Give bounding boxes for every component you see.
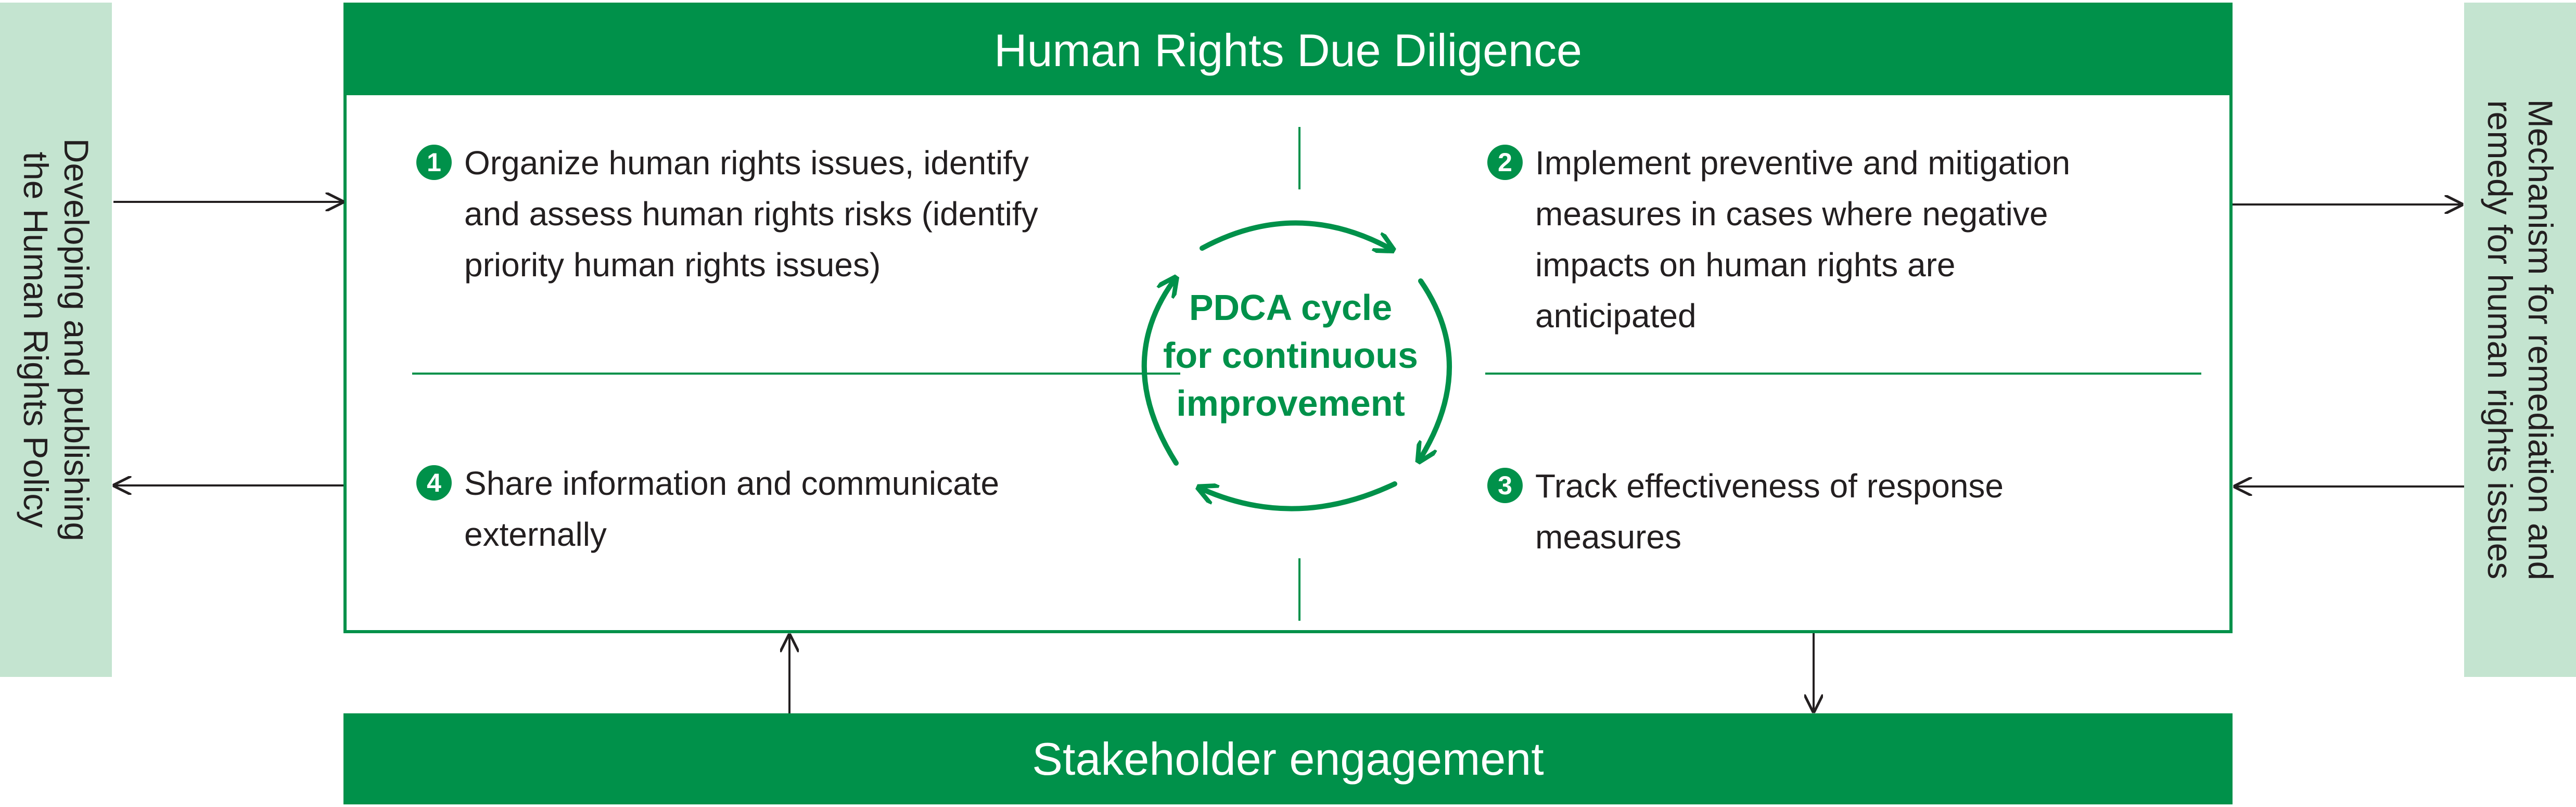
step-1-line-1: Organize human rights issues, identify [464,144,1029,182]
step-4-number-badge: 4 [416,465,452,501]
policy-panel: Developing and publishing the Human Righ… [0,3,112,677]
pdca-line-1: PDCA cycle [1189,287,1393,328]
step-2-line-3: impacts on human rights are [1535,246,1956,284]
divider-right [1485,373,2201,375]
divider-top [1298,127,1300,189]
due-diligence-box: Human Rights Due Diligence 1 Organize hu… [343,3,2233,633]
remedy-panel-line-1: Mechanism for remediation and [2521,99,2560,581]
step-2-line-2: measures in cases where negative [1535,195,2048,233]
remedy-panel: Mechanism for remediation and remedy for… [2464,3,2576,677]
step-4-line-2: externally [464,516,607,553]
pdca-line-3: improvement [1176,383,1405,424]
remedy-panel-text: Mechanism for remediation and remedy for… [2480,28,2561,652]
step-2: 2 Implement preventive and mitigation me… [1487,137,2071,341]
step-1-line-3: priority human rights issues) [464,246,881,284]
step-2-number-badge: 2 [1487,145,1523,180]
step-3-line-2: measures [1535,518,1681,556]
policy-panel-line-1: Developing and publishing [57,138,96,542]
policy-panel-text: Developing and publishing the Human Righ… [16,28,97,652]
step-1-number-badge: 1 [416,145,452,180]
pdca-line-2: for continuous [1163,335,1418,376]
step-3: 3 Track effectiveness of response measur… [1487,460,2004,562]
stakeholder-engagement-bar: Stakeholder engagement [343,713,2233,804]
step-4-line-1: Share information and communicate [464,465,1000,502]
step-1: 1 Organize human rights issues, identify… [416,137,1038,290]
divider-bottom [1298,558,1300,621]
divider-left [412,373,1180,375]
step-2-line-4: anticipated [1535,297,1697,335]
step-3-line-1: Track effectiveness of response [1535,467,2004,505]
policy-panel-line-2: the Human Rights Policy [16,151,55,528]
step-4: 4 Share information and communicate exte… [416,458,1000,560]
step-2-line-1: Implement preventive and mitigation [1535,144,2071,182]
due-diligence-title: Human Rights Due Diligence [347,6,2229,95]
pdca-cycle-label: PDCA cycle for continuous improvement [1140,284,1442,427]
remedy-panel-line-2: remedy for human rights issues [2480,100,2519,580]
step-1-line-2: and assess human rights risks (identify [464,195,1038,233]
step-3-number-badge: 3 [1487,468,1523,503]
